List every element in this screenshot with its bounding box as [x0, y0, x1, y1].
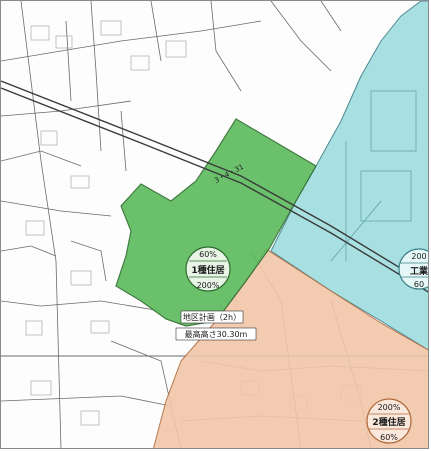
residential-2-badge: 200% 2種住居 60%	[366, 398, 412, 444]
industrial-top-value: 200	[411, 252, 426, 261]
plan-title: 地区計画（2h）	[183, 312, 241, 322]
residential-1-badge: 60% 1種住居 200%	[185, 246, 231, 292]
res2-top-value: 200%	[378, 403, 401, 412]
industrial-zone	[270, 1, 428, 351]
industrial-bottom-value: 60	[414, 280, 424, 289]
industrial-name: 工業	[410, 265, 429, 277]
res1-name: 1種住居	[191, 264, 224, 276]
res2-bottom-value: 60%	[380, 433, 398, 442]
district-plan-annotation: 地区計画（2h） 最高高さ30.30m	[175, 310, 257, 341]
industrial-badge: 200 工業 60	[398, 248, 429, 290]
industrial-buildings	[330, 90, 417, 262]
res1-bottom-value: 200%	[197, 281, 220, 290]
res1-top-value: 60%	[199, 250, 217, 259]
residential-1-zone	[115, 118, 317, 327]
railway	[1, 80, 428, 293]
res2-name: 2種住居	[372, 416, 405, 428]
height-note: 最高高さ30.30m	[185, 329, 248, 339]
